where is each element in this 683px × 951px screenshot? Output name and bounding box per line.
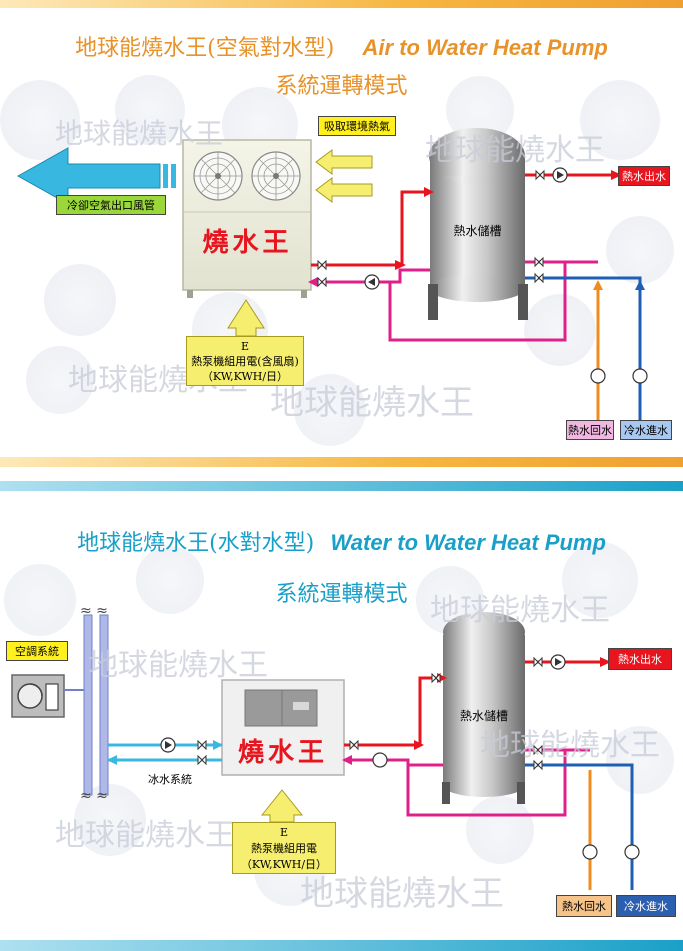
valve-icon	[197, 656, 543, 771]
chilled-water-risers: ≈ ≈ ≈ ≈	[64, 603, 109, 804]
ac-system-label: 空調系統	[6, 641, 68, 661]
watermark: 地球能燒水王	[425, 133, 605, 168]
panel2-title: 地球能燒水王(水對水型) Water to Water Heat Pump	[0, 525, 683, 557]
pump-icon	[624, 844, 640, 860]
unit-brand-label: 燒水王	[237, 738, 328, 768]
watermark: 地球能燒水王	[270, 383, 474, 423]
pump-icon	[582, 844, 598, 860]
pump-icon	[364, 274, 380, 290]
fan-icon	[251, 151, 301, 201]
watermark: 地球能燒水王	[480, 728, 660, 763]
panel1-title-en: Air to Water Heat Pump	[362, 35, 608, 60]
hot-water-return-label: 熱水回水	[566, 420, 614, 440]
svg-text:≈ ≈: ≈ ≈	[80, 603, 108, 619]
ambient-heat-arrows	[315, 149, 373, 203]
svg-text:≈ ≈: ≈ ≈	[80, 788, 108, 804]
watermark: 地球能燒水王	[300, 874, 504, 914]
panel1-subtitle: 系統運轉模式	[275, 74, 408, 99]
power-consumption-box: E 熱泵機組用電 （KW,KWH/日）	[232, 822, 336, 874]
bottom-blue-bar	[0, 940, 683, 951]
valve-icon	[317, 169, 545, 288]
panel1-title: 地球能燒水王(空氣對水型) Air to Water Heat Pump	[0, 30, 683, 62]
pump-icon	[552, 167, 568, 183]
power-arrow	[260, 789, 304, 823]
hot-water-return-label: 熱水回水	[556, 895, 612, 917]
mid-blue-bar	[0, 481, 683, 491]
pump-icon	[372, 752, 388, 768]
power-consumption-box: E 熱泵機組用電(含風扇) （KW,KWH/日）	[186, 336, 304, 386]
mid-orange-bar	[0, 457, 683, 467]
power-line1: E	[279, 826, 289, 839]
chilled-water-label: 冰水系統	[148, 773, 192, 786]
panel2-title-en: Water to Water Heat Pump	[330, 530, 606, 555]
watermark: 地球能燒水王	[430, 593, 610, 628]
heat-pump-unit-water	[221, 679, 345, 776]
absorb-heat-label: 吸取環境熱氣	[318, 116, 396, 136]
hot-water-out-label: 熱水出水	[618, 166, 670, 186]
unit-brand-label: 燒水王	[202, 228, 293, 258]
panel2-title-cn: 地球能燒水王(水對水型)	[77, 531, 315, 556]
fan-icon	[193, 151, 243, 201]
air-conditioner-icon	[11, 674, 65, 718]
cold-water-in-label: 冷水進水	[620, 420, 672, 440]
watermark: 地球能燒水王	[55, 117, 224, 150]
pump-icon	[590, 368, 606, 384]
panel2-subtitle: 系統運轉模式	[275, 582, 408, 607]
power-line3: （KW,KWH/日）	[240, 858, 328, 871]
tank-label: 熱水儲槽	[459, 709, 508, 723]
hot-water-out-label: 熱水出水	[608, 648, 672, 670]
hot-water-tank	[428, 128, 528, 320]
flow-arrowheads-1	[308, 170, 645, 290]
power-arrow	[227, 299, 265, 337]
cold-water-in-label: 冷水進水	[616, 895, 676, 917]
pump-icon	[632, 368, 648, 384]
power-line2: 熱泵機組用電(含風扇)	[191, 355, 299, 368]
top-orange-bar	[0, 0, 683, 8]
power-line1: E	[240, 340, 250, 353]
pump-icon	[550, 654, 566, 670]
power-line3: （KW,KWH/日）	[201, 370, 289, 383]
watermark: 地球能燒水王	[88, 648, 268, 683]
pump-icon	[160, 737, 176, 753]
heat-pump-unit-air	[182, 139, 312, 298]
hot-water-tank	[442, 612, 525, 804]
panel1-title-cn: 地球能燒水王(空氣對水型)	[75, 36, 335, 61]
tank-label: 熱水儲槽	[453, 224, 502, 238]
watermark: 地球能燒水王	[55, 818, 235, 853]
power-line2: 熱泵機組用電	[251, 842, 317, 855]
cold-air-outlet-label: 冷卻空氣出口風管	[56, 195, 166, 215]
